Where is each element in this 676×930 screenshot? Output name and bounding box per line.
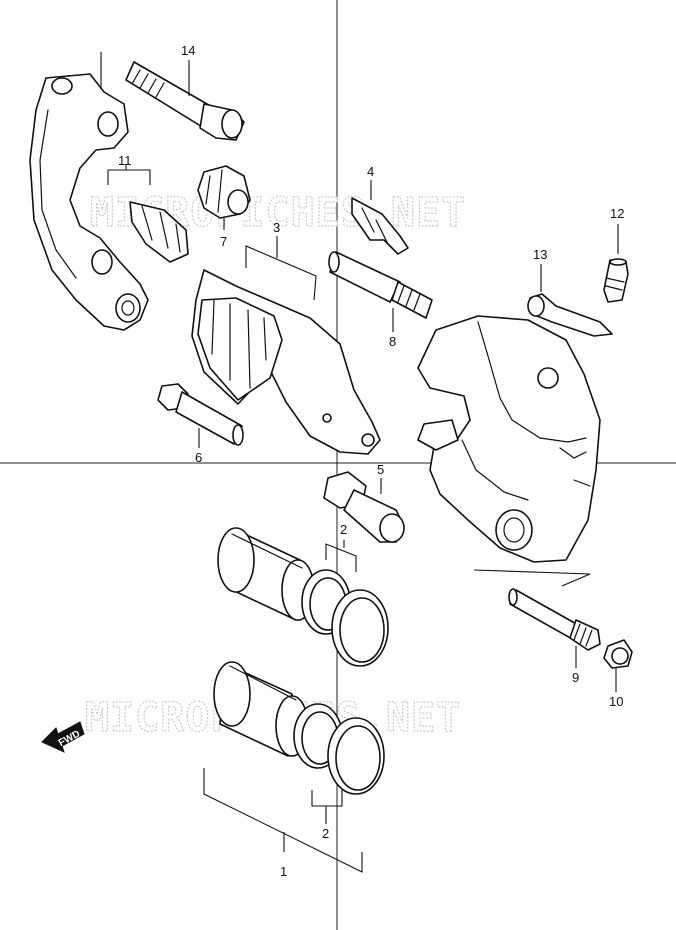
callout-12: 12 (610, 206, 624, 221)
callout-13: 13 (533, 247, 547, 262)
part-8-pin (328, 251, 433, 319)
callout-10: 10 (609, 694, 623, 709)
part-11-pad-spring (129, 201, 189, 263)
callout-2-lower: 2 (322, 826, 329, 841)
callout-9: 9 (572, 670, 579, 685)
fwd-arrow-icon: FWD (41, 721, 85, 753)
part-14-bolt (125, 61, 245, 141)
seal-lower-outer (327, 717, 385, 795)
seal-upper-outer (331, 589, 389, 667)
callout-4: 4 (367, 164, 374, 179)
callout-11: 11 (118, 153, 132, 168)
callout-2-upper: 2 (340, 522, 347, 537)
piston-upper (217, 527, 315, 621)
fwd-label: FWD (57, 729, 82, 749)
callout-numbers: 14 11 7 3 4 12 13 8 6 5 2 9 10 2 1 (118, 43, 624, 879)
caliper-body (417, 315, 601, 563)
part-5-bolt (323, 471, 405, 543)
callout-5: 5 (377, 462, 384, 477)
part-3-brake-pad (191, 269, 381, 455)
part-13-bleeder-cap (527, 293, 613, 337)
callout-1: 1 (280, 864, 287, 879)
part-12-bleeder-valve (603, 258, 629, 303)
callout-3: 3 (273, 220, 280, 235)
callout-14: 14 (181, 43, 195, 58)
caliper-bracket (29, 73, 149, 331)
part-10-plug (603, 639, 633, 669)
callout-6: 6 (195, 450, 202, 465)
part-6-slide-pin (157, 383, 244, 446)
part-4-clip (351, 197, 409, 255)
part-9-slide-bolt (508, 588, 601, 651)
callout-7: 7 (220, 234, 227, 249)
leader-lines (100, 52, 619, 873)
callout-8: 8 (389, 334, 396, 349)
part-7-boot (197, 165, 251, 219)
